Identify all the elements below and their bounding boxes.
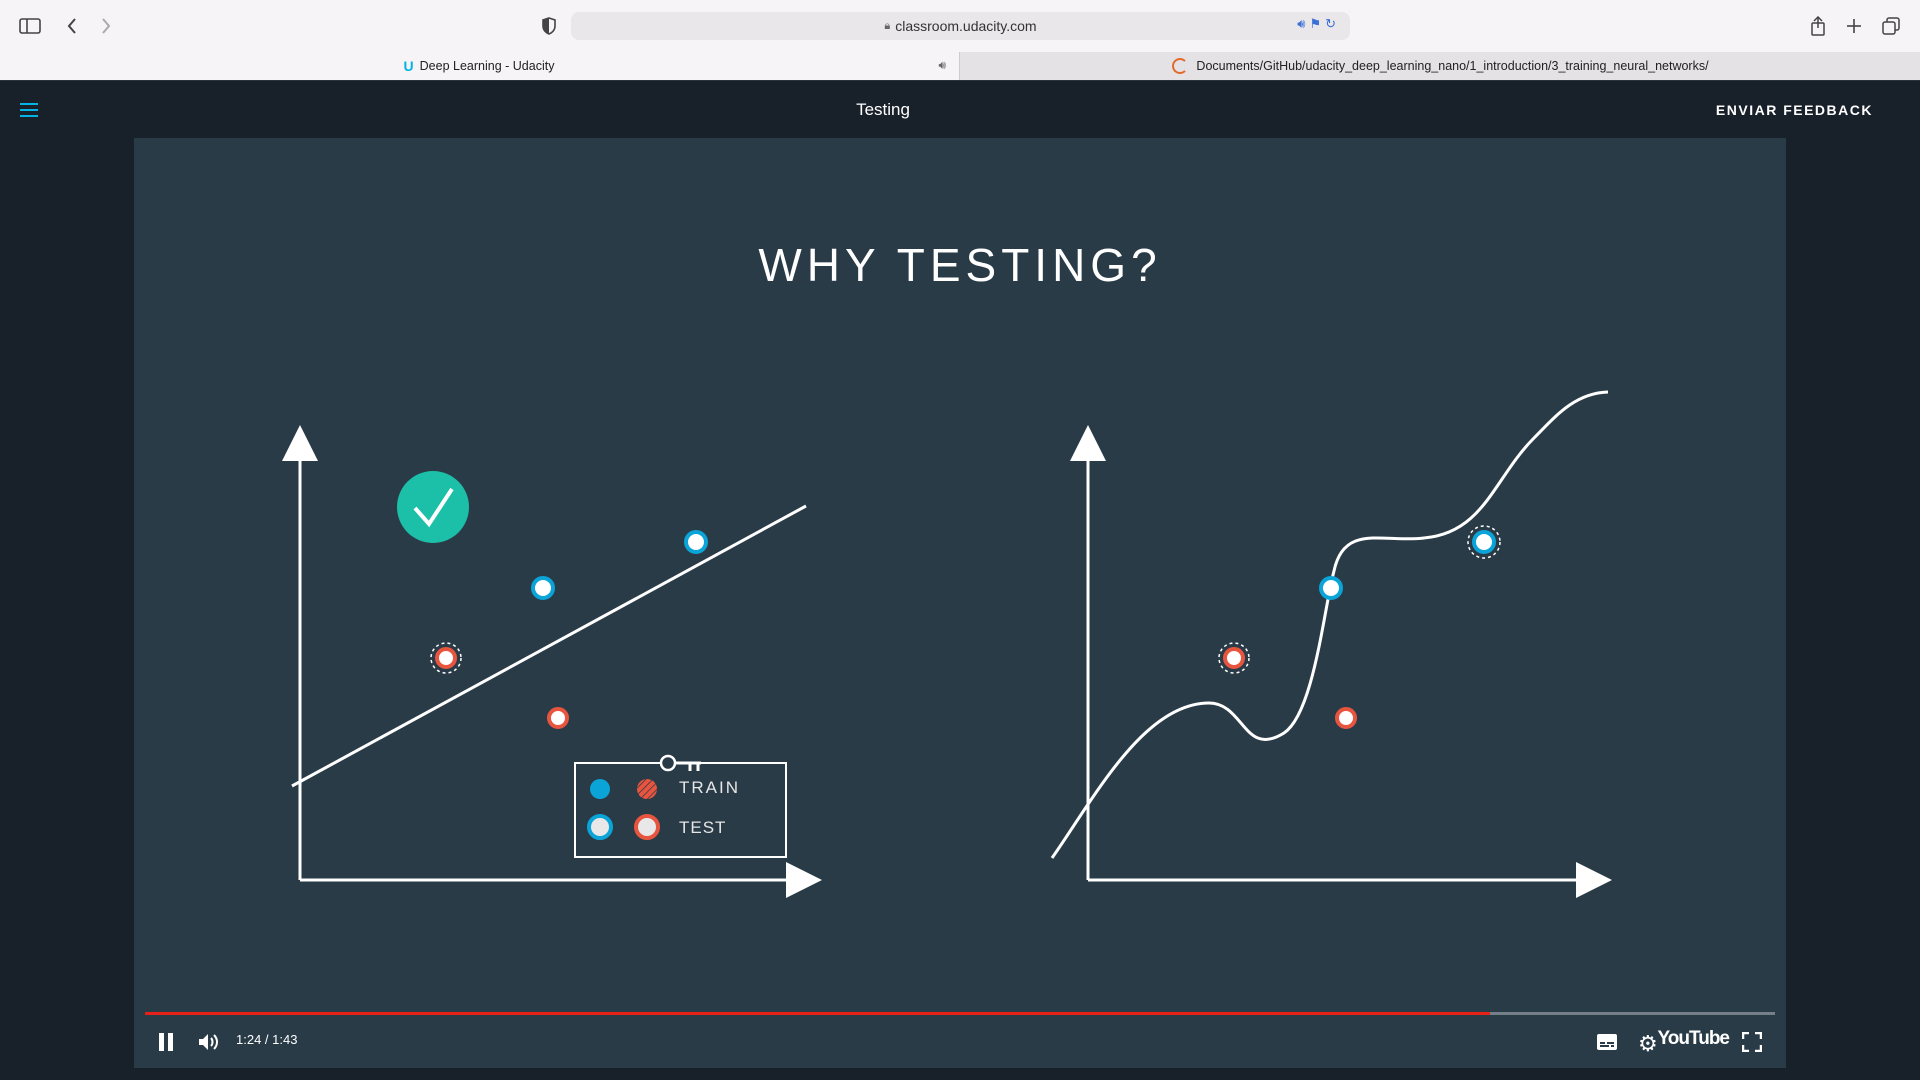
tab-title: Deep Learning - Udacity: [419, 59, 555, 73]
forward-icon[interactable]: [94, 14, 118, 38]
legend-box: [574, 754, 787, 858]
player-controls: 1:24 / 1:43 ⚙ YouTube: [134, 1012, 1786, 1068]
key-icon: [659, 754, 701, 772]
progress-played: [145, 1012, 1490, 1015]
lock-icon: 🔒︎: [884, 19, 891, 32]
test-point-blue: [1467, 525, 1501, 559]
right-chart: [1050, 390, 1612, 898]
feedback-button[interactable]: ENVIAR FEEDBACK: [1715, 102, 1873, 118]
slide-title: WHY TESTING?: [758, 239, 1162, 291]
page-title: Testing: [856, 100, 910, 119]
share-icon[interactable]: [1806, 14, 1830, 38]
address-bar[interactable]: 🔒︎ classroom.udacity.com 🔊︎⚑↻: [571, 12, 1350, 40]
test-point-blue: [684, 530, 708, 554]
test-point-red: [430, 642, 462, 674]
sidebar-toggle-icon[interactable]: [18, 14, 42, 38]
check-mark-icon: [397, 471, 469, 543]
fullscreen-icon[interactable]: [1742, 1032, 1762, 1052]
video-player[interactable]: WHY TESTING?: [134, 138, 1786, 1068]
new-tab-icon[interactable]: [1842, 14, 1866, 38]
left-chart: [282, 425, 822, 898]
loading-spinner-icon: [1172, 58, 1189, 74]
browser-toolbar: 🔒︎ classroom.udacity.com 🔊︎⚑↻: [0, 0, 1920, 50]
audio-playing-icon[interactable]: 🔊︎: [938, 58, 946, 72]
privacy-shield-icon[interactable]: [537, 14, 561, 38]
test-point-red: [547, 707, 569, 729]
tab-udacity[interactable]: U Deep Learning - Udacity 🔊︎: [0, 52, 958, 80]
test-point-blue: [531, 576, 555, 600]
legend-train-label: TRAIN: [679, 778, 740, 797]
address-text: classroom.udacity.com: [895, 18, 1037, 34]
tab-bar: U Deep Learning - Udacity 🔊︎ Documents/G…: [0, 52, 1920, 80]
youtube-logo[interactable]: YouTube: [1657, 1028, 1730, 1049]
tab-title: Documents/GitHub/udacity_deep_learning_n…: [1196, 59, 1709, 73]
menu-icon[interactable]: [20, 103, 38, 117]
pause-icon[interactable]: [158, 1032, 174, 1052]
tab-github[interactable]: Documents/GitHub/udacity_deep_learning_n…: [959, 52, 1920, 80]
udacity-logo-icon: U: [403, 58, 414, 74]
classroom-header: Testing ENVIAR FEEDBACK: [0, 80, 1920, 139]
test-point-red: [1335, 707, 1357, 729]
reader-tools-icon[interactable]: 🔊︎⚑↻: [1297, 16, 1340, 31]
legend-test-label: TEST: [679, 818, 727, 837]
time-display: 1:24 / 1:43: [236, 1032, 298, 1047]
browser-chrome: 🔒︎ classroom.udacity.com 🔊︎⚑↻ U Deep Lea…: [0, 0, 1920, 80]
progress-bar[interactable]: [145, 1012, 1775, 1015]
volume-icon[interactable]: [197, 1032, 221, 1052]
settings-gear-icon[interactable]: ⚙: [1638, 1031, 1658, 1056]
slide-illustration: [282, 390, 1612, 898]
tab-overview-icon[interactable]: [1879, 14, 1903, 38]
subtitles-icon[interactable]: [1596, 1033, 1618, 1051]
test-point-blue: [1319, 576, 1343, 600]
back-icon[interactable]: [60, 14, 84, 38]
test-point-red: [1218, 642, 1250, 674]
